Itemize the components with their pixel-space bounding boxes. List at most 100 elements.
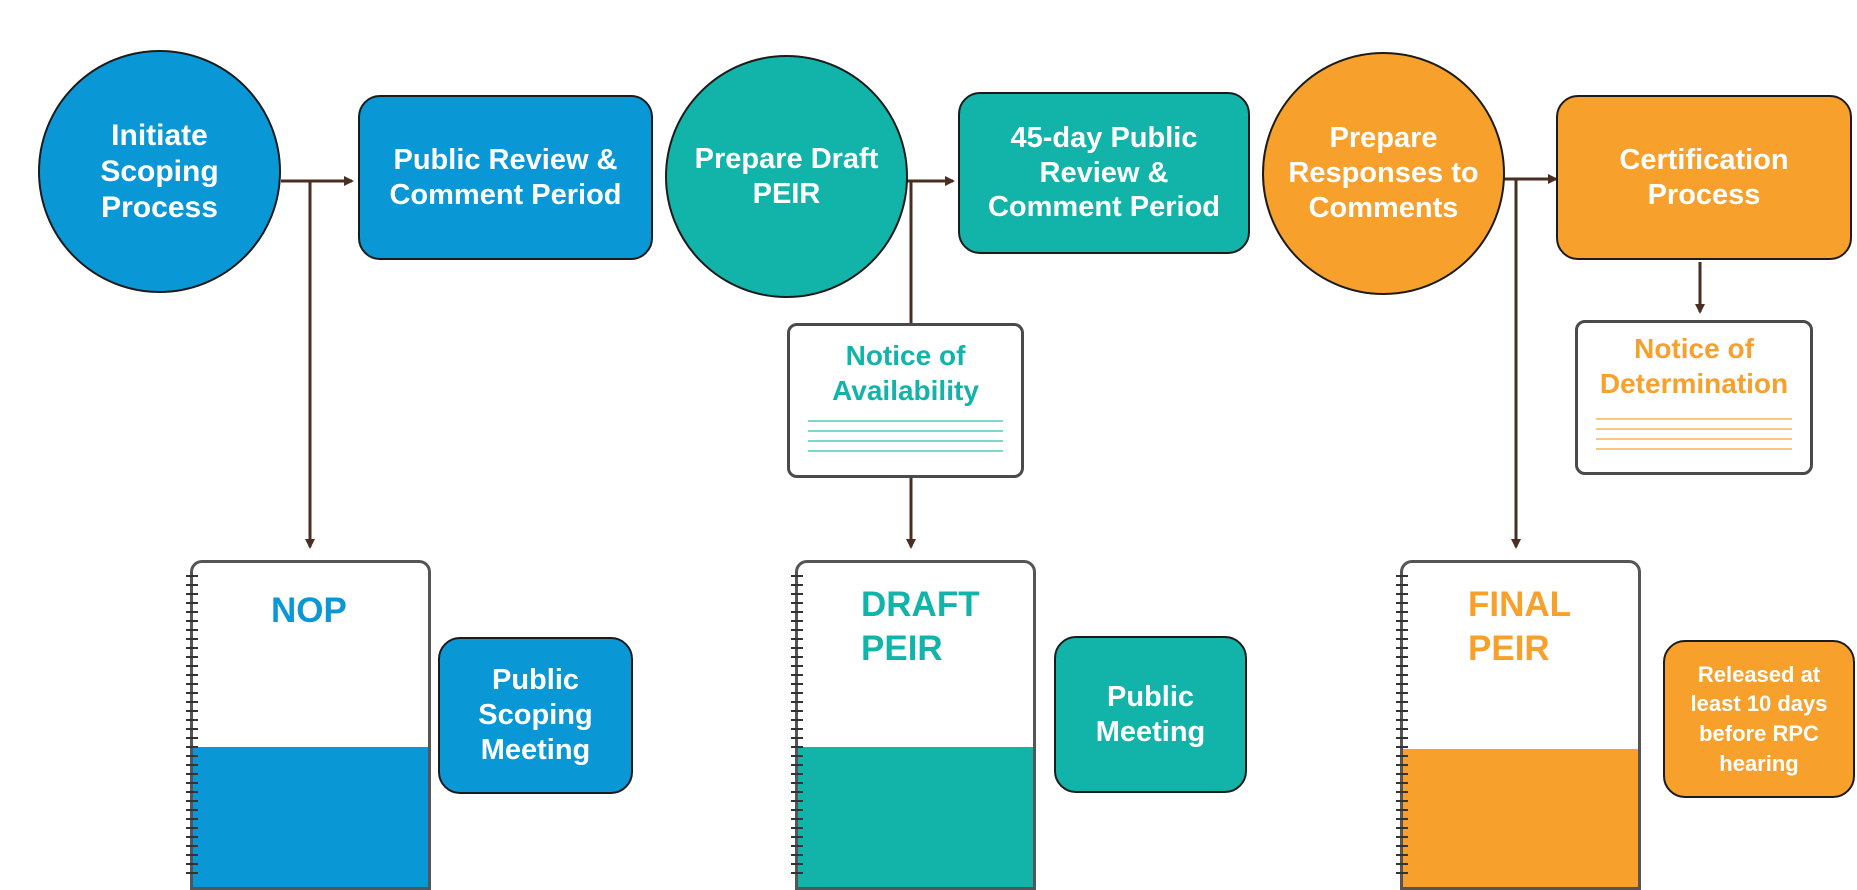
spiral-tick xyxy=(791,719,803,721)
spiral-tick xyxy=(1396,593,1408,595)
final-peir-document-title: FINAL PEIR xyxy=(1468,585,1571,668)
notice-of-determination: Notice of Determination xyxy=(1575,320,1813,475)
spiral-tick xyxy=(186,773,198,775)
spiral-tick xyxy=(791,683,803,685)
spiral-tick xyxy=(186,692,198,694)
spiral-tick xyxy=(1396,602,1408,604)
spiral-tick xyxy=(791,809,803,811)
spiral-tick xyxy=(791,791,803,793)
spiral-tick xyxy=(1396,629,1408,631)
spiral-tick xyxy=(791,593,803,595)
spiral-tick xyxy=(791,575,803,577)
spiral-tick xyxy=(1396,827,1408,829)
spiral-tick xyxy=(1396,764,1408,766)
nop-document-fill xyxy=(193,747,428,887)
spiral-tick xyxy=(186,818,198,820)
spiral-tick xyxy=(1396,575,1408,577)
spiral-tick xyxy=(186,728,198,730)
notice-of-availability-label: Notice of Availability xyxy=(832,340,979,406)
spiral-tick xyxy=(791,638,803,640)
spiral-tick xyxy=(1396,665,1408,667)
spiral-tick xyxy=(791,620,803,622)
spiral-tick xyxy=(186,629,198,631)
spiral-tick xyxy=(186,638,198,640)
spiral-tick xyxy=(186,647,198,649)
final-peir-document: FINAL PEIR xyxy=(1400,560,1641,890)
public-meeting-box: Public Meeting xyxy=(1054,636,1247,793)
spiral-tick xyxy=(1396,656,1408,658)
spiral-tick xyxy=(186,872,198,874)
spiral-tick xyxy=(186,719,198,721)
spiral-tick xyxy=(1396,611,1408,613)
spiral-tick xyxy=(791,818,803,820)
draft-peir-document-fill xyxy=(798,747,1033,887)
prepare-responses-circle: Prepare Responses to Comments xyxy=(1262,52,1505,295)
certification-process-box: Certification Process xyxy=(1556,95,1852,260)
nop-document-title: NOP xyxy=(271,591,347,630)
spiral-tick xyxy=(186,593,198,595)
spiral-tick xyxy=(186,620,198,622)
spiral-tick xyxy=(1396,620,1408,622)
spiral-tick xyxy=(791,746,803,748)
final-peir-spiral-binding xyxy=(1396,575,1408,875)
spiral-tick xyxy=(791,647,803,649)
spiral-tick xyxy=(791,863,803,865)
spiral-tick xyxy=(1396,854,1408,856)
nop-spiral-binding xyxy=(186,575,198,875)
spiral-tick xyxy=(1396,818,1408,820)
spiral-tick xyxy=(186,584,198,586)
spiral-tick xyxy=(791,782,803,784)
spiral-tick xyxy=(791,764,803,766)
spiral-tick xyxy=(1396,800,1408,802)
public-review-45-day-box: 45-day Public Review & Comment Period xyxy=(958,92,1250,254)
spiral-tick xyxy=(791,800,803,802)
spiral-tick xyxy=(791,692,803,694)
spiral-tick xyxy=(1396,692,1408,694)
notice-of-determination-label: Notice of Determination xyxy=(1599,333,1789,399)
spiral-tick xyxy=(186,782,198,784)
spiral-tick xyxy=(791,656,803,658)
spiral-tick xyxy=(1396,728,1408,730)
spiral-tick xyxy=(1396,791,1408,793)
final-peir-document-fill xyxy=(1403,749,1638,887)
notice-line xyxy=(1596,438,1792,440)
spiral-tick xyxy=(791,845,803,847)
spiral-tick xyxy=(1396,755,1408,757)
spiral-tick xyxy=(791,737,803,739)
spiral-tick xyxy=(791,836,803,838)
notice-line xyxy=(808,430,1003,432)
spiral-tick xyxy=(791,710,803,712)
notice-line xyxy=(808,440,1003,442)
spiral-tick xyxy=(1396,845,1408,847)
spiral-tick xyxy=(186,863,198,865)
spiral-tick xyxy=(1396,782,1408,784)
notice-line xyxy=(808,420,1003,422)
spiral-tick xyxy=(1396,719,1408,721)
notice-line xyxy=(1596,448,1792,450)
spiral-tick xyxy=(1396,809,1408,811)
spiral-tick xyxy=(186,665,198,667)
notice-line xyxy=(808,450,1003,452)
spiral-tick xyxy=(1396,836,1408,838)
spiral-tick xyxy=(791,674,803,676)
spiral-tick xyxy=(791,701,803,703)
spiral-tick xyxy=(1396,683,1408,685)
spiral-tick xyxy=(186,737,198,739)
spiral-tick xyxy=(186,764,198,766)
spiral-tick xyxy=(186,656,198,658)
spiral-tick xyxy=(791,602,803,604)
spiral-tick xyxy=(1396,746,1408,748)
spiral-tick xyxy=(186,575,198,577)
spiral-tick xyxy=(186,809,198,811)
spiral-tick xyxy=(791,629,803,631)
spiral-tick xyxy=(1396,872,1408,874)
spiral-tick xyxy=(1396,773,1408,775)
spiral-tick xyxy=(791,755,803,757)
spiral-tick xyxy=(1396,701,1408,703)
draft-peir-document-title: DRAFT PEIR xyxy=(861,585,980,668)
spiral-tick xyxy=(1396,584,1408,586)
spiral-tick xyxy=(1396,674,1408,676)
spiral-tick xyxy=(1396,710,1408,712)
spiral-tick xyxy=(1396,863,1408,865)
